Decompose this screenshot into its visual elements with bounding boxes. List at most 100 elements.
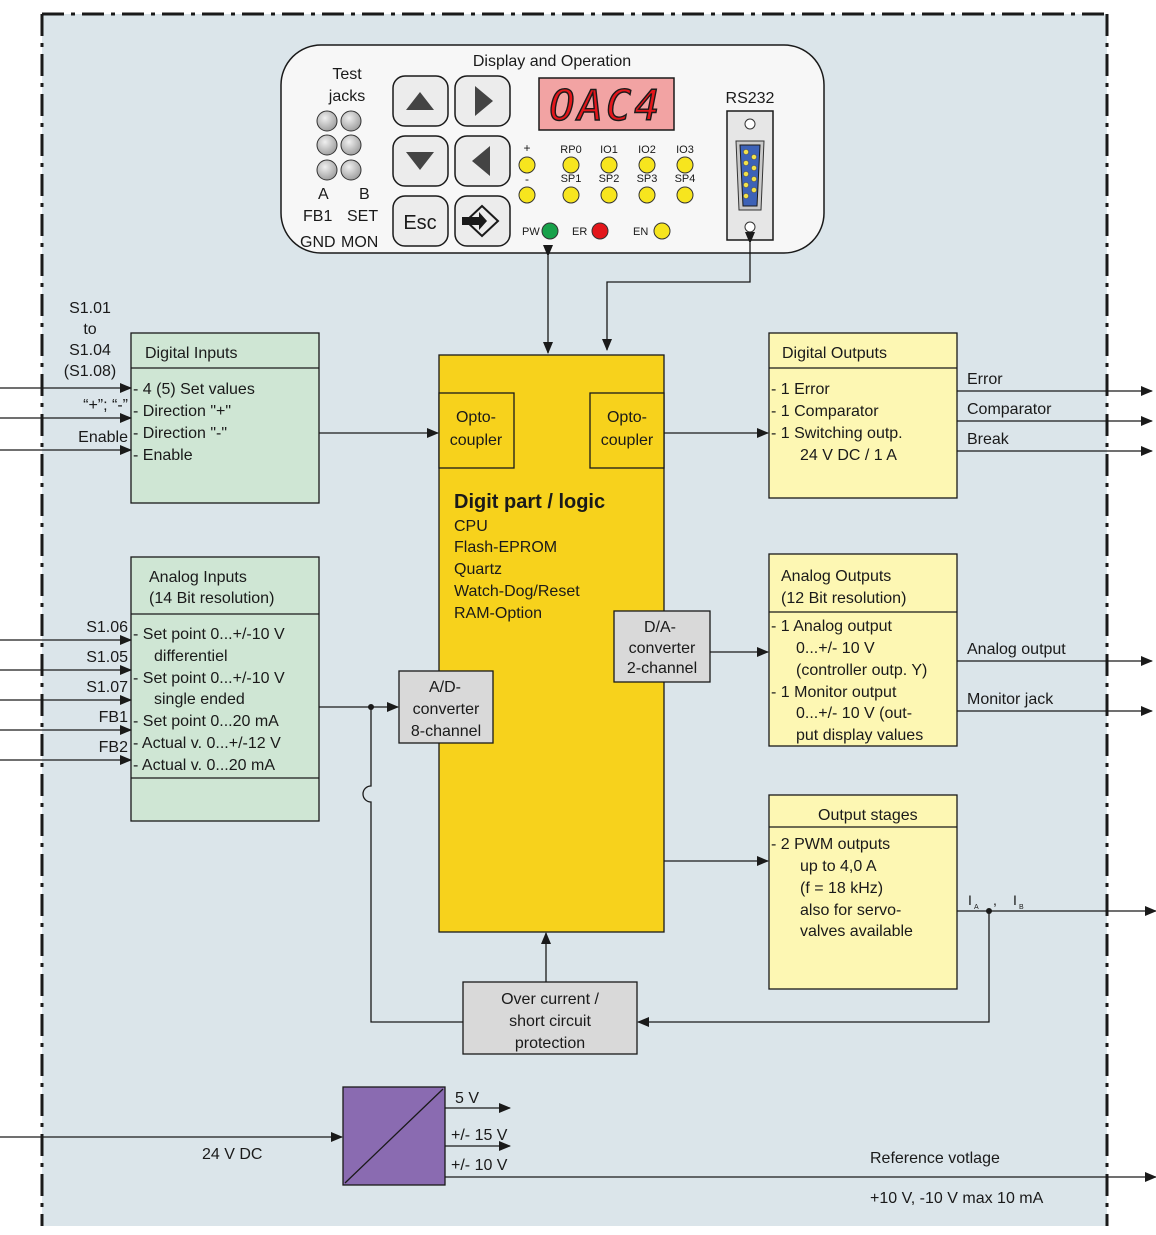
protection-line: Over current /: [501, 991, 599, 1008]
supply-15v-label: +/- 15 V: [451, 1127, 508, 1144]
digital-output-item: 24 V DC / 1 A: [800, 447, 897, 464]
digital-input-item: - Enable: [133, 447, 193, 464]
digital-inputs-title: Digital Inputs: [145, 345, 238, 362]
output-stage-item: up to 4,0 A: [800, 858, 877, 875]
logic-item: Watch-Dog/Reset: [454, 583, 580, 600]
supply-10v-label: +/- 10 V: [451, 1157, 508, 1174]
analog-outputs-subtitle: (12 Bit resolution): [781, 590, 906, 607]
output-stage-item: (f = 18 kHz): [800, 880, 883, 897]
test-jacks-label-1: Test: [332, 66, 362, 83]
logic-title: Digit part / logic: [454, 491, 605, 513]
left-arrow-icon: [472, 146, 490, 176]
ad-line3: 8-channel: [411, 723, 481, 740]
opto-right-line2: coupler: [601, 432, 654, 449]
up-button[interactable]: [392, 75, 449, 127]
s108-label: (S1.08): [64, 363, 116, 380]
analog-output-item: 0...+/- 10 V (out-: [796, 705, 912, 722]
mon-label: MON: [341, 234, 378, 251]
output-stages-title: Output stages: [818, 807, 918, 824]
protection-block: Over current / short circuit protection: [462, 981, 638, 1055]
right-arrow-icon: [475, 86, 493, 116]
er-label: ER: [572, 226, 587, 238]
comparator-output-label: Comparator: [967, 401, 1052, 418]
connections: [0, 232, 1156, 1182]
analog-output-item: - 1 Monitor output: [771, 684, 897, 701]
enclosure-border: [40, 12, 1109, 1226]
digital-inputs-block: Digital Inputs - 4 (5) Set values - Dire…: [130, 332, 320, 504]
digital-input-item: - 4 (5) Set values: [133, 381, 255, 398]
led-label-sp1: SP1: [561, 173, 582, 185]
er-led: [591, 222, 609, 240]
analog-outputs-title: Analog Outputs: [781, 568, 891, 585]
junction-dots: [368, 704, 992, 914]
led-label-io1: IO1: [600, 144, 618, 156]
output-stage-item: - 2 PWM outputs: [771, 836, 890, 853]
minus-label: -: [525, 172, 529, 186]
led-label-sp4: SP4: [675, 173, 696, 185]
plus-label: +: [523, 141, 530, 155]
da-line3: 2-channel: [627, 660, 697, 677]
right-button[interactable]: [454, 75, 511, 127]
led-label-io3: IO3: [676, 144, 694, 156]
ib-label: I: [1013, 892, 1017, 908]
enable-side-label: Enable: [78, 429, 128, 446]
jack-a-label: A: [318, 186, 329, 203]
digital-outputs-block: Digital Outputs - 1 Error - 1 Comparator…: [768, 332, 958, 499]
analog-inputs-title: Analog Inputs: [149, 569, 247, 586]
ia-label: I: [968, 892, 972, 908]
set-label: SET: [347, 208, 378, 225]
analog-output-label: Analog output: [967, 641, 1066, 658]
digital-input-item: - Direction "-": [133, 425, 227, 442]
enter-button[interactable]: [454, 195, 511, 247]
led-row-top: [518, 156, 694, 174]
analog-input-item: differentiel: [154, 648, 228, 665]
logic-item: CPU: [454, 518, 488, 535]
analog-output-item: (controller outp. Y): [796, 662, 927, 679]
rs232-connector: [726, 110, 774, 241]
analog-input-item: - Set point 0...+/-10 V: [133, 626, 285, 643]
fb1-label: FB1: [303, 208, 332, 225]
digital-output-item: - 1 Switching outp.: [771, 425, 903, 442]
opto-coupler-left: [438, 392, 515, 469]
analog-inputs-subtitle: (14 Bit resolution): [149, 590, 274, 607]
segment-display: [538, 77, 675, 131]
to-label: to: [83, 321, 96, 338]
reference-voltage-title: Reference votlage: [870, 1150, 1000, 1167]
esc-button[interactable]: Esc: [392, 195, 449, 247]
analog-input-item: - Set point 0...+/-10 V: [133, 670, 285, 687]
ia-subscript: A: [974, 904, 979, 911]
supply-input-label: 24 V DC: [202, 1146, 262, 1163]
en-label: EN: [633, 226, 648, 238]
supply-5v-label: 5 V: [455, 1090, 479, 1107]
power-converter: [342, 1086, 446, 1186]
jack-b-label: B: [359, 186, 370, 203]
display-title: Display and Operation: [473, 53, 631, 70]
digital-input-item: - Direction "+": [133, 403, 231, 420]
logic-item: Quartz: [454, 561, 502, 578]
test-jacks: [316, 110, 362, 181]
direction-quote-label: “+”; “-”: [83, 397, 128, 414]
s101-label: S1.01: [69, 300, 111, 317]
opto-right-line1: Opto-: [607, 409, 647, 426]
led-label-sp3: SP3: [637, 173, 658, 185]
led-label-rp0: RP0: [560, 144, 581, 156]
monitor-jack-label: Monitor jack: [967, 691, 1054, 708]
enter-icon: [462, 204, 500, 238]
analog-input-item: - Actual v. 0...20 mA: [133, 757, 275, 774]
digital-output-item: - 1 Error: [771, 381, 830, 398]
left-button[interactable]: [454, 135, 511, 187]
s106-label: S1.06: [86, 619, 128, 636]
rs232-label: RS232: [726, 90, 775, 107]
down-button[interactable]: [392, 135, 449, 187]
down-arrow-icon: [406, 152, 434, 170]
logic-item: RAM-Option: [454, 605, 542, 622]
current-comma: ,: [993, 892, 997, 908]
display-panel: Display and Operation Test jacks A B FB1…: [280, 44, 825, 254]
analog-outputs-block: Analog Outputs (12 Bit resolution) - 1 A…: [768, 553, 958, 747]
ad-line2: converter: [413, 701, 480, 718]
protection-line: protection: [515, 1035, 585, 1052]
pw-label: PW: [522, 226, 540, 238]
reference-voltage-value: +10 V, -10 V max 10 mA: [870, 1190, 1044, 1207]
da-line2: converter: [629, 640, 696, 657]
